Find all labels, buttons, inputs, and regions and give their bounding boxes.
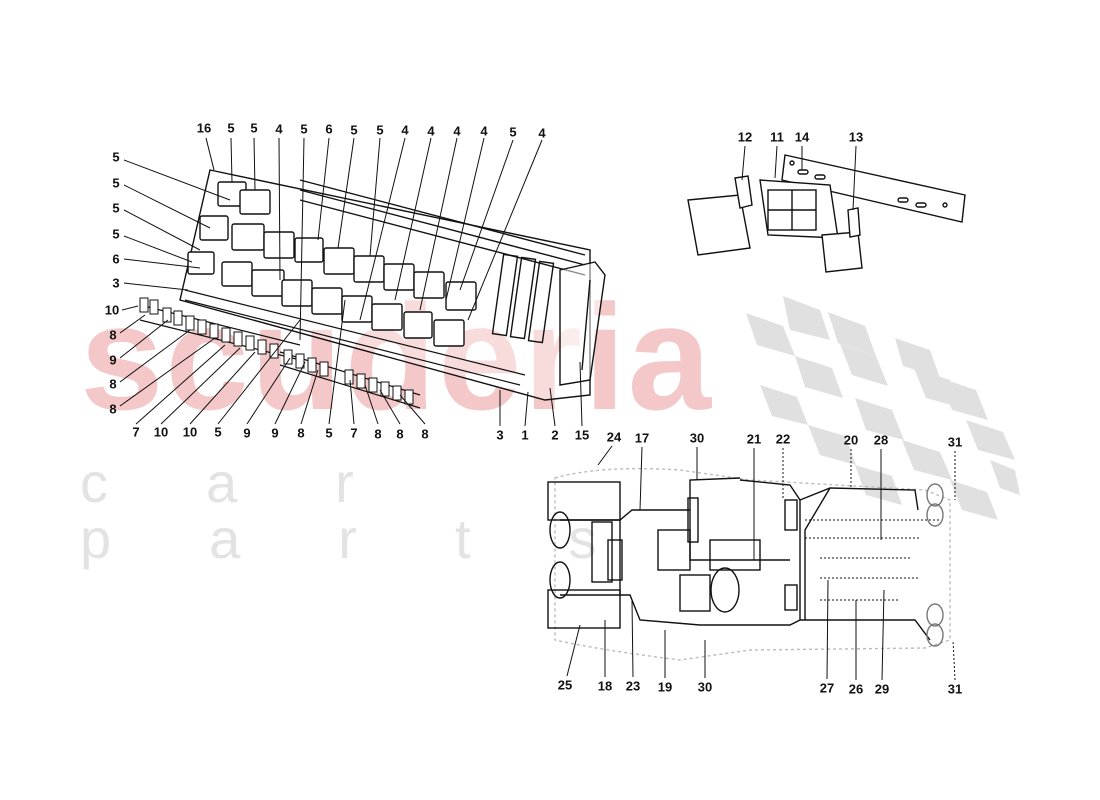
part-callout-8[interactable]: 8	[297, 425, 305, 441]
part-callout-30[interactable]: 30	[689, 430, 705, 446]
part-callout-8[interactable]: 8	[396, 426, 404, 442]
part-callout-9[interactable]: 9	[243, 425, 251, 441]
part-callout-4[interactable]: 4	[453, 123, 461, 139]
part-callout-21[interactable]: 21	[746, 431, 762, 447]
part-callout-4[interactable]: 4	[480, 123, 488, 139]
part-callout-26[interactable]: 26	[848, 681, 864, 697]
part-callout-5[interactable]: 5	[112, 175, 120, 191]
part-callout-4[interactable]: 4	[401, 122, 409, 138]
part-callout-7[interactable]: 7	[132, 424, 140, 440]
part-callout-22[interactable]: 22	[775, 431, 791, 447]
part-callout-5[interactable]: 5	[376, 122, 384, 138]
part-callout-3[interactable]: 3	[496, 427, 504, 443]
part-callout-27[interactable]: 27	[819, 680, 835, 696]
part-callout-1[interactable]: 1	[521, 427, 529, 443]
part-callout-5[interactable]: 5	[214, 424, 222, 440]
part-callout-12[interactable]: 12	[737, 129, 753, 145]
part-callout-5[interactable]: 5	[227, 120, 235, 136]
part-callout-20[interactable]: 20	[843, 432, 859, 448]
part-callout-23[interactable]: 23	[625, 678, 641, 694]
part-callout-13[interactable]: 13	[848, 129, 864, 145]
part-callout-6[interactable]: 6	[325, 121, 333, 137]
part-callout-19[interactable]: 19	[657, 679, 673, 695]
part-callout-9[interactable]: 9	[271, 425, 279, 441]
part-callout-5[interactable]: 5	[112, 200, 120, 216]
part-callout-4[interactable]: 4	[538, 125, 546, 141]
part-callout-14[interactable]: 14	[794, 129, 810, 145]
part-callout-28[interactable]: 28	[873, 432, 889, 448]
part-callout-4[interactable]: 4	[275, 121, 283, 137]
part-callout-17[interactable]: 17	[634, 430, 650, 446]
part-callout-30[interactable]: 30	[697, 679, 713, 695]
part-callout-8[interactable]: 8	[421, 426, 429, 442]
part-callout-31[interactable]: 31	[947, 681, 963, 697]
part-callout-8[interactable]: 8	[109, 401, 117, 417]
part-callout-8[interactable]: 8	[374, 426, 382, 442]
part-callout-10[interactable]: 10	[182, 424, 198, 440]
part-callout-5[interactable]: 5	[250, 120, 258, 136]
part-callout-4[interactable]: 4	[427, 123, 435, 139]
part-callout-31[interactable]: 31	[947, 434, 963, 450]
part-callout-5[interactable]: 5	[112, 149, 120, 165]
part-callout-25[interactable]: 25	[557, 677, 573, 693]
part-callout-10[interactable]: 10	[153, 424, 169, 440]
part-callout-8[interactable]: 8	[109, 376, 117, 392]
part-callout-18[interactable]: 18	[597, 678, 613, 694]
part-callout-15[interactable]: 15	[574, 427, 590, 443]
part-callout-5[interactable]: 5	[350, 122, 358, 138]
car-parts-watermark: car parts	[80, 451, 695, 570]
part-callout-5[interactable]: 5	[325, 425, 333, 441]
part-callout-3[interactable]: 3	[112, 275, 120, 291]
part-callout-6[interactable]: 6	[112, 251, 120, 267]
part-callout-7[interactable]: 7	[350, 425, 358, 441]
part-callout-5[interactable]: 5	[509, 124, 517, 140]
part-callout-29[interactable]: 29	[874, 681, 890, 697]
part-callout-8[interactable]: 8	[109, 327, 117, 343]
part-callout-9[interactable]: 9	[109, 352, 117, 368]
part-callout-24[interactable]: 24	[606, 429, 622, 445]
part-callout-11[interactable]: 11	[770, 129, 784, 145]
part-callout-5[interactable]: 5	[300, 121, 308, 137]
part-callout-2[interactable]: 2	[551, 427, 559, 443]
part-callout-10[interactable]: 10	[104, 302, 120, 318]
part-callout-5[interactable]: 5	[112, 226, 120, 242]
part-callout-16[interactable]: 16	[196, 120, 212, 136]
